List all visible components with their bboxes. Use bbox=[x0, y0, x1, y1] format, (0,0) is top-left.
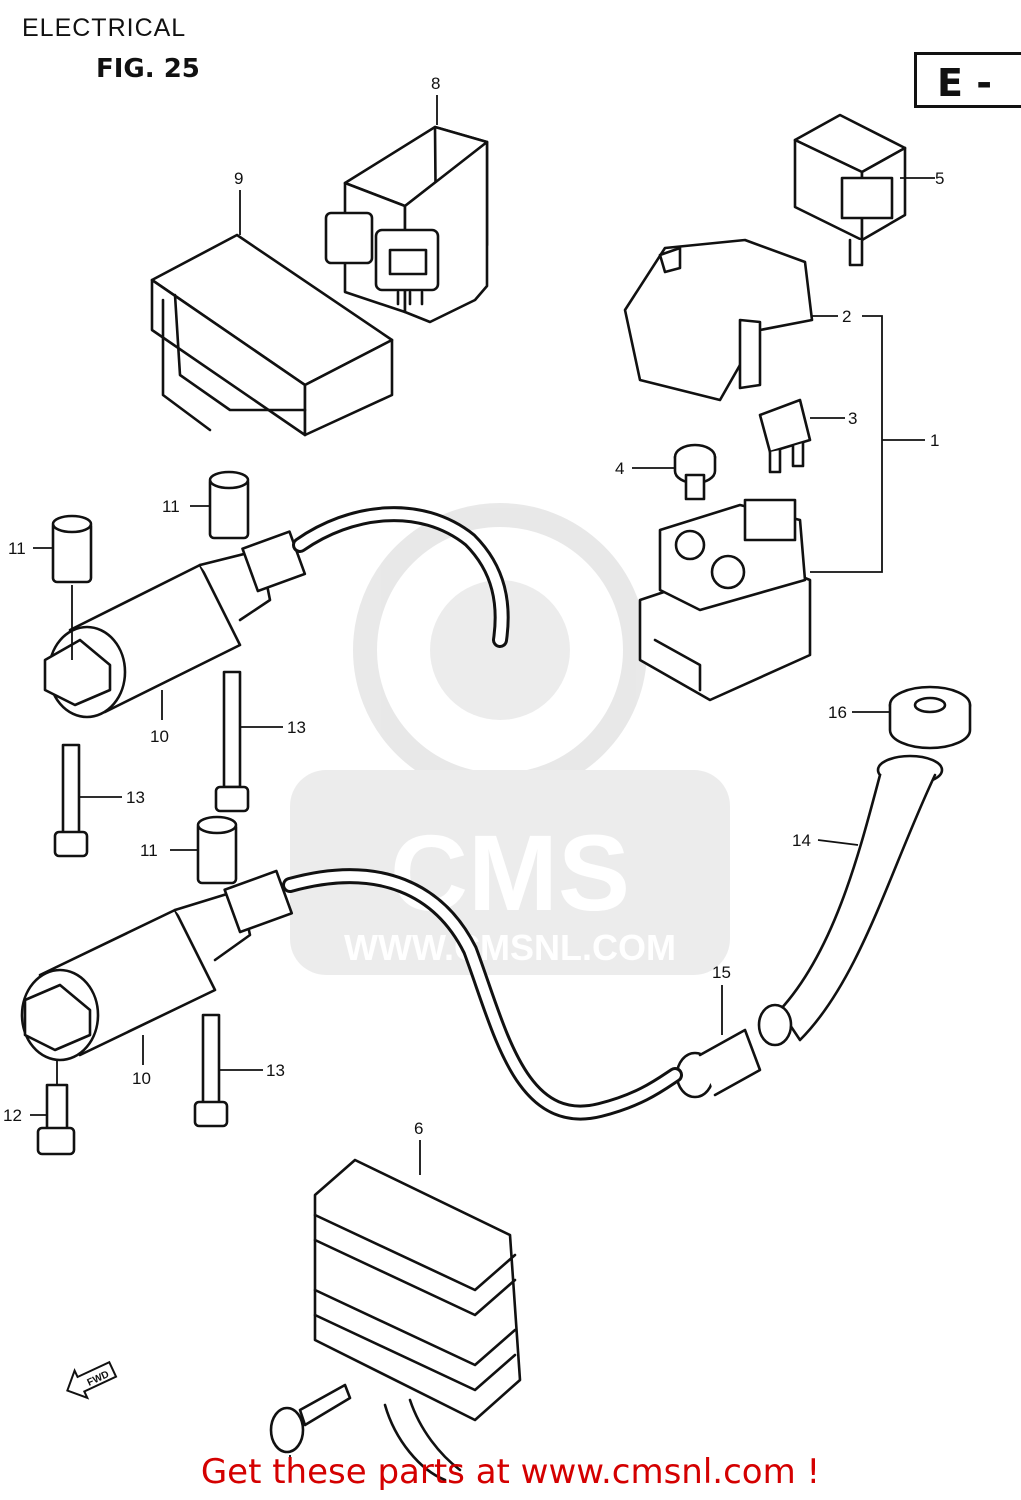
coil-bolt-part bbox=[53, 670, 250, 1128]
cdi-cover-part bbox=[150, 233, 394, 437]
ignition-coil-lower-part bbox=[20, 869, 294, 1062]
callout-5: 5 bbox=[935, 169, 944, 188]
callout-12: 12 bbox=[3, 1106, 22, 1125]
terminal-bolt-part bbox=[673, 443, 717, 501]
callout-8: 8 bbox=[431, 74, 440, 93]
callout-13-a: 13 bbox=[287, 718, 306, 737]
leader-lines bbox=[30, 95, 935, 1480]
watermark-url: WWW.CMSNL.COM bbox=[344, 927, 676, 968]
footer-link-text[interactable]: Get these parts at www.cmsnl.com ! bbox=[200, 1452, 821, 1492]
cms-watermark: CMS WWW.CMSNL.COM bbox=[290, 503, 730, 975]
tube-part bbox=[778, 754, 944, 1042]
callout-16: 15 bbox=[712, 963, 731, 982]
figure-number: FIG. 25 bbox=[96, 54, 200, 84]
callout-1: 1 bbox=[930, 431, 939, 450]
spacer-part bbox=[51, 470, 250, 885]
relay-part bbox=[793, 113, 907, 267]
callout-10-lower: 10 bbox=[132, 1069, 151, 1088]
grommet-part bbox=[675, 1003, 793, 1099]
regulator-bolt-part bbox=[269, 1383, 352, 1454]
callout-15: 16 bbox=[828, 703, 847, 722]
page-title: ELECTRICAL bbox=[22, 14, 187, 42]
plug-cap-part bbox=[888, 685, 972, 750]
coil-lead-lower-core bbox=[285, 871, 680, 1118]
callout-3: 3 bbox=[848, 409, 857, 428]
cdi-unit-part bbox=[324, 125, 489, 324]
starter-relay-cover-part bbox=[623, 238, 814, 402]
callout-11-top: 11 bbox=[162, 497, 180, 516]
watermark-brand: CMS bbox=[390, 812, 630, 933]
short-bolt-part bbox=[36, 1083, 76, 1156]
callout-11-mid: 11 bbox=[140, 841, 158, 860]
forward-direction-arrow: FWD bbox=[66, 1360, 118, 1400]
watermark-mascot bbox=[430, 580, 570, 720]
regulator-rectifier-part bbox=[313, 1158, 522, 1482]
callout-11-left: 11 bbox=[8, 539, 26, 558]
watermark-banner bbox=[290, 770, 730, 975]
coil-lead-upper-core bbox=[295, 509, 507, 645]
section-box: E - bbox=[914, 52, 1021, 108]
callout-labels: 8 9 5 2 1 3 4 11 11 10 13 13 11 16 14 15… bbox=[3, 74, 944, 1138]
callout-4: 4 bbox=[615, 459, 624, 478]
callout-2: 2 bbox=[842, 307, 851, 326]
ignition-coil-upper-part bbox=[43, 530, 307, 719]
starter-relay-part bbox=[638, 498, 812, 702]
callout-10-upper: 10 bbox=[150, 727, 169, 746]
callout-14: 14 bbox=[792, 831, 811, 850]
watermark-ring bbox=[353, 503, 647, 797]
callout-13-c: 13 bbox=[266, 1061, 285, 1080]
fuse-part bbox=[758, 398, 812, 474]
callout-6: 6 bbox=[414, 1119, 423, 1138]
callout-9: 9 bbox=[234, 169, 243, 188]
callout-13-b: 13 bbox=[126, 788, 145, 807]
